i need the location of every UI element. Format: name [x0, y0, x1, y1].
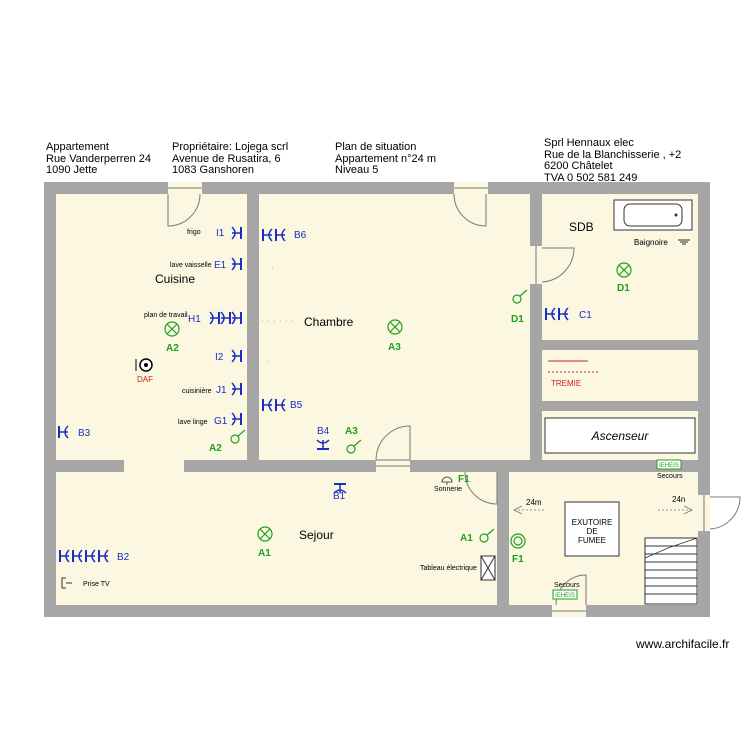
electrical-panel-icon	[480, 555, 496, 581]
circuit-label: B2	[117, 552, 130, 563]
header-line: Avenue de Rusatira, 6	[172, 152, 281, 165]
height-arrow-right	[658, 505, 693, 515]
header-line: Sprl Hennaux elec	[544, 137, 634, 149]
stairs	[644, 537, 698, 605]
elevator-label: Ascenseur	[591, 429, 650, 443]
elevator-box	[544, 417, 696, 454]
header-line: Rue de la Blanchisserie , +2	[544, 148, 682, 161]
header-line: Rue Vanderperren 24	[46, 152, 151, 165]
contractor-block: Sprl Hennaux elec Rue de la Blanchisseri…	[544, 137, 682, 184]
tv-socket-icon	[61, 577, 72, 589]
header-line: Appartement n°24 m	[335, 152, 437, 165]
circuit-label: F1	[512, 554, 524, 565]
circuit-label: G1	[214, 416, 228, 427]
circuit-label: D1	[617, 283, 630, 294]
circuit-label: A2	[166, 343, 179, 354]
circuit-label: D1	[511, 314, 524, 325]
header-line: 6200 Châtelet	[544, 160, 613, 172]
plan-info-block: Plan de situation Appartement n°24 m Niv…	[335, 141, 437, 177]
circuit-label: C1	[579, 310, 592, 321]
circuit-label: B3	[78, 428, 91, 439]
smoke-vent-label-3: FUMEE	[578, 536, 606, 545]
emergency-sign-icon	[656, 459, 682, 470]
guide-lines	[262, 267, 294, 363]
bathtub-icon	[613, 199, 693, 231]
bathtub-label: Baignoire	[634, 238, 668, 247]
header-line: Appartement	[46, 141, 109, 153]
watermark: www.archifacile.fr	[636, 637, 730, 651]
outlet-icon	[333, 483, 347, 494]
outlet-icon	[316, 439, 330, 450]
height-label-left: 24m	[526, 498, 542, 507]
circuit-label: A3	[345, 426, 358, 437]
stairs-break-line	[644, 537, 698, 559]
circuit-label: B5	[290, 400, 303, 411]
circuit-label: I1	[216, 228, 225, 239]
label-cuisiniere: cuisinière	[182, 388, 212, 395]
smoke-detector-icon	[135, 358, 153, 372]
smoke-detector-label: DAF	[137, 375, 153, 384]
circuit-label: I2	[215, 352, 224, 363]
label-lave-vaisselle: lave vaisselle	[170, 262, 212, 269]
emergency-sign-icon	[552, 589, 578, 600]
header-line: Propriétaire: Lojega scrl	[172, 141, 289, 153]
height-arrow-left	[513, 505, 546, 515]
header-line: Plan de situation	[335, 141, 417, 153]
header-line: Niveau 5	[335, 164, 379, 176]
header-line: 1083 Ganshoren	[172, 164, 254, 176]
door-swings	[167, 187, 741, 612]
header-line: TVA 0 502 581 249	[544, 171, 638, 184]
circuit-label: H1	[188, 314, 201, 325]
smoke-vent-box	[564, 501, 620, 557]
circuit-label: F1	[458, 474, 470, 485]
room-sejour: Sejour	[299, 528, 334, 542]
circuit-label: B6	[294, 230, 307, 241]
tremie-label: TREMIE	[551, 379, 581, 388]
circuit-label: A1	[258, 548, 271, 559]
smoke-vent-label-2: DE	[586, 527, 597, 536]
smoke-vent-label-1: EXUTOIRE	[572, 518, 613, 527]
drain-icon	[678, 239, 690, 245]
label-plan-travail: plan de travail	[144, 312, 188, 319]
height-label-right: 24n	[672, 495, 685, 504]
circuit-label: B4	[317, 426, 330, 437]
doorbell-icon	[441, 476, 453, 485]
circuit-label: B1	[333, 491, 346, 502]
circuit-label: A2	[209, 443, 222, 454]
extractor-icon	[510, 533, 526, 549]
header-line: 1090 Jette	[46, 164, 98, 176]
circuit-label: A3	[388, 342, 401, 353]
circuit-label: E1	[214, 260, 227, 271]
emergency-sign-text: IEHEIS	[555, 593, 575, 599]
address-block: Appartement Rue Vanderperren 24 1090 Jet…	[46, 141, 151, 177]
label-lave-linge: lave linge	[178, 419, 208, 426]
doorbell-label: Sonnerie	[434, 486, 462, 493]
electrical-panel-label: Tableau électrique	[420, 565, 477, 572]
owner-block: Propriétaire: Lojega scrl Avenue de Rusa…	[172, 141, 289, 177]
room-sdb: SDB	[569, 220, 594, 234]
emergency-sign-text: IEHEIS	[659, 463, 679, 469]
circuit-label: J1	[216, 385, 227, 396]
tv-socket-label: Prise TV	[83, 581, 110, 588]
emergency-label: Secours	[554, 582, 580, 589]
circuit-label: A1	[460, 533, 473, 544]
room-chambre: Chambre	[304, 315, 354, 329]
label-frigo: frigo	[187, 229, 201, 236]
room-cuisine: Cuisine	[155, 272, 195, 286]
emergency-label: Secours	[657, 473, 683, 480]
